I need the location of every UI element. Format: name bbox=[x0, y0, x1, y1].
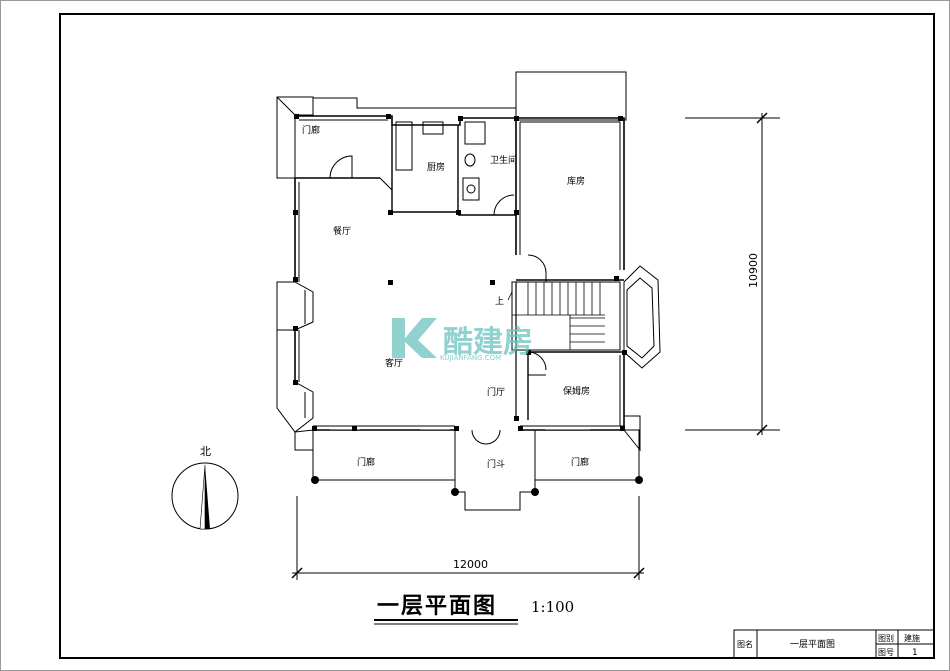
title-block-number-value: 1 bbox=[912, 648, 918, 658]
title-block-name-label: 图名 bbox=[737, 639, 753, 649]
room-label-bathroom: 卫生间 bbox=[490, 154, 517, 166]
room-label-porch-sw: 门廊 bbox=[357, 456, 375, 468]
watermark-logo-icon bbox=[392, 318, 437, 358]
width-dimension bbox=[291, 496, 645, 580]
width-dimension-label: 12000 bbox=[453, 558, 488, 571]
north-arrow bbox=[171, 462, 239, 530]
room-label-porch-nw: 门廊 bbox=[302, 124, 320, 136]
drawing-scale: 1:100 bbox=[531, 598, 574, 616]
room-label-vestibule: 门斗 bbox=[487, 458, 505, 470]
room-label-living: 客厅 bbox=[385, 357, 403, 369]
room-label-foyer: 门厅 bbox=[487, 386, 505, 398]
depth-dimension bbox=[685, 112, 780, 436]
room-labels: 门廊 厨房 卫生间 库房 餐厅 客厅 门厅 保姆房 门廊 门斗 门廊 上 bbox=[302, 124, 590, 470]
room-label-kitchen: 厨房 bbox=[427, 161, 445, 173]
drawing-title: 一层平面图 bbox=[377, 593, 497, 619]
watermark: 酷建房 KUJIANFANG.COM bbox=[392, 318, 533, 362]
room-label-porch-se: 门廊 bbox=[571, 456, 589, 468]
north-label: 北 bbox=[200, 445, 211, 458]
depth-dimension-label: 10900 bbox=[747, 253, 760, 288]
title-block-category-value: 建施 bbox=[904, 633, 920, 643]
title-block-number-label: 图号 bbox=[878, 648, 894, 657]
drawing-frame bbox=[59, 13, 935, 659]
title-block-name-value: 一层平面图 bbox=[790, 639, 835, 650]
room-label-garage: 库房 bbox=[567, 175, 585, 187]
stair-up-label: 上 bbox=[495, 296, 504, 307]
room-label-dining: 餐厅 bbox=[333, 225, 351, 237]
watermark-url: KUJIANFANG.COM bbox=[440, 354, 501, 362]
title-block bbox=[733, 629, 935, 659]
room-label-nanny: 保姆房 bbox=[563, 385, 590, 397]
building-plan bbox=[276, 71, 661, 511]
title-block-category-label: 图别 bbox=[878, 634, 894, 643]
watermark-brand: 酷建房 bbox=[443, 325, 533, 360]
